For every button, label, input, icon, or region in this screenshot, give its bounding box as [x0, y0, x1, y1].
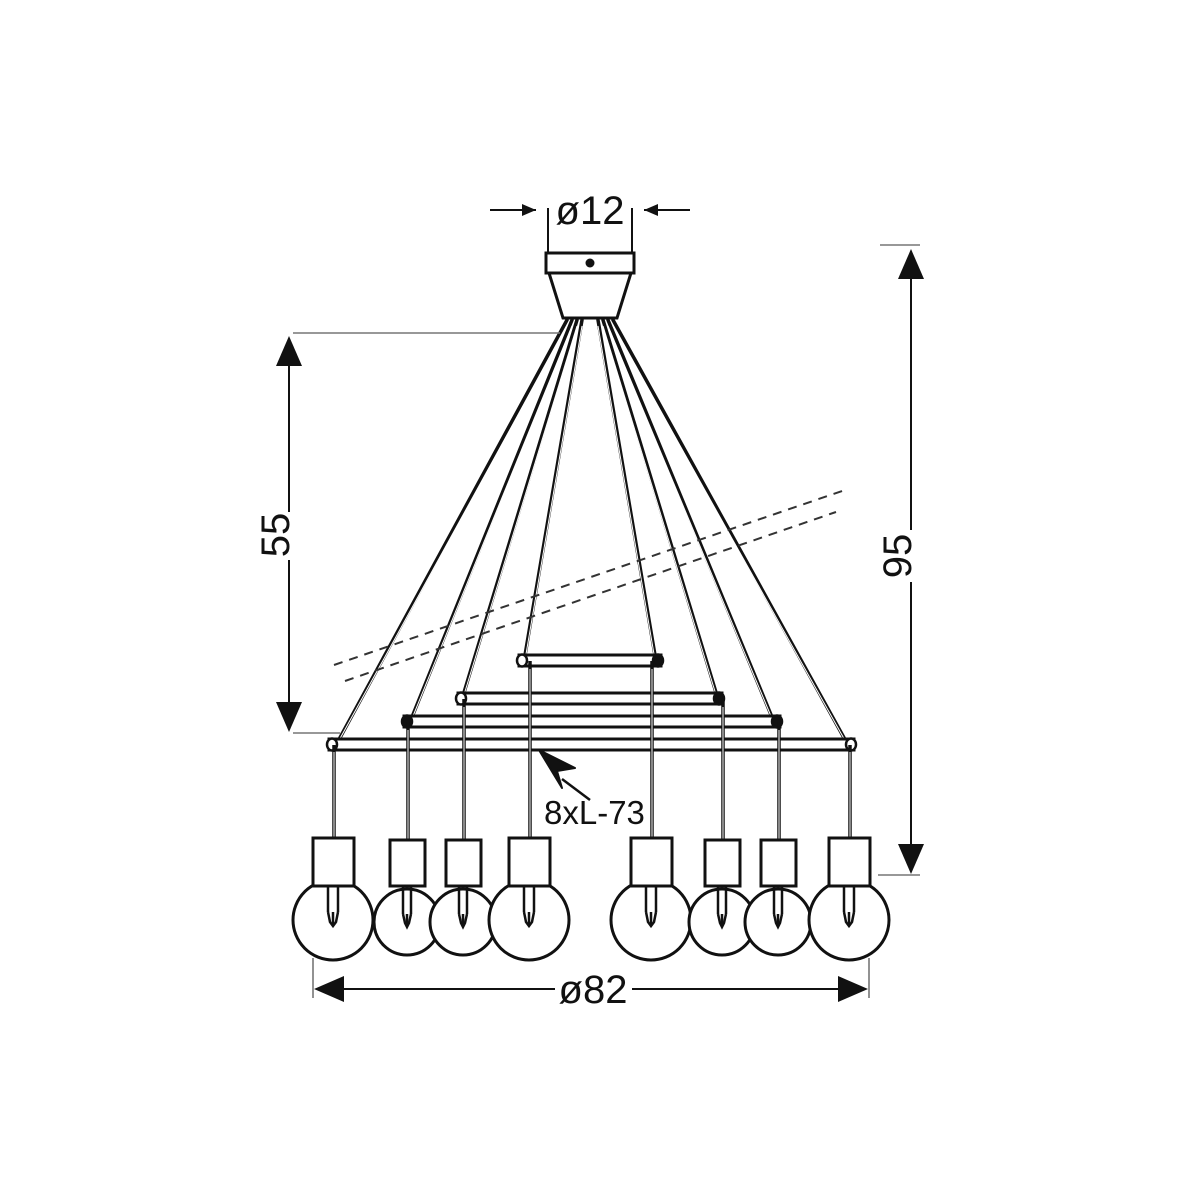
overall-diameter-dimension: ø82 [312, 958, 870, 1012]
callout-leader-line [561, 778, 591, 801]
callout-arrow-head [538, 749, 576, 789]
socket-7 [759, 838, 798, 888]
dim-arrow-55-bottom [276, 702, 302, 732]
rod-highlight-5 [597, 325, 656, 661]
rod-highlight-4 [524, 325, 583, 661]
socket-1 [311, 836, 356, 888]
socket-4 [507, 836, 552, 888]
socket-5 [629, 836, 674, 888]
socket-2 [388, 838, 427, 888]
suspension-rod-3 [460, 318, 579, 701]
suspension-rods [334, 318, 850, 747]
section-dashed-line [333, 489, 846, 682]
overall-diameter-label: ø82 [559, 968, 628, 1012]
dim-arrow-82-left [314, 976, 344, 1002]
filament-6 [716, 886, 728, 930]
socket-3 [444, 838, 483, 888]
suspension-rod-8 [611, 318, 850, 747]
canopy-center-screw [585, 258, 595, 268]
frame-3 [400, 714, 784, 729]
filament-1 [326, 884, 340, 929]
frame-drop-label: 55 [254, 513, 298, 558]
rod-highlight-3 [462, 325, 578, 699]
canopy-diameter-dimension: ø12 [490, 189, 690, 262]
dim-arrow-82-right [838, 976, 868, 1002]
frame-drop-dimension: 55 [254, 332, 560, 734]
lamp-callout: 8xL-73 [538, 749, 645, 831]
rod-highlight-6 [602, 325, 718, 699]
frame-bar-1 [517, 653, 663, 668]
suspension-rod-7 [606, 318, 776, 724]
total-height-label: 95 [876, 534, 920, 579]
filament-3 [457, 886, 469, 930]
section-dash-lower [344, 511, 837, 682]
frame-2 [454, 691, 726, 706]
frame-1 [515, 653, 665, 668]
filament-5 [644, 884, 658, 929]
ceiling-canopy [544, 251, 636, 320]
filament-2 [401, 886, 413, 930]
suspension-rod-2 [408, 318, 574, 724]
lamp-callout-label: 8xL-73 [544, 794, 645, 831]
rod-highlight-2 [410, 325, 573, 722]
socket-6 [703, 838, 742, 888]
total-height-dimension: 95 [876, 244, 924, 876]
filament-4 [522, 884, 536, 929]
frame-1-joint-right [651, 653, 665, 668]
suspension-rod-highlights [336, 325, 848, 745]
rod-highlight-1 [336, 325, 568, 745]
suspension-rod-1 [334, 318, 569, 747]
suspension-rod-4 [522, 318, 584, 663]
section-dash-upper [333, 489, 846, 666]
canopy-diameter-label: ø12 [556, 189, 625, 233]
square-frames [325, 653, 858, 752]
suspension-rod-5 [596, 318, 658, 663]
rod-highlight-8 [612, 325, 848, 745]
suspension-rod-6 [601, 318, 720, 701]
dim-arrow-95-top [898, 249, 924, 279]
rod-highlight-7 [607, 325, 774, 722]
frame-1-joint-left [515, 653, 529, 668]
frame-bar-2 [456, 691, 724, 706]
dim-arrow-55-top [276, 336, 302, 366]
canopy-body [546, 271, 634, 320]
dim-arrow-95-bottom [898, 844, 924, 874]
bulb-filaments [326, 884, 856, 930]
filament-7 [772, 886, 784, 930]
socket-8 [827, 836, 872, 888]
filament-8 [842, 884, 856, 929]
lamp-sockets [311, 836, 872, 888]
drop-rod-highlights [333, 669, 851, 840]
